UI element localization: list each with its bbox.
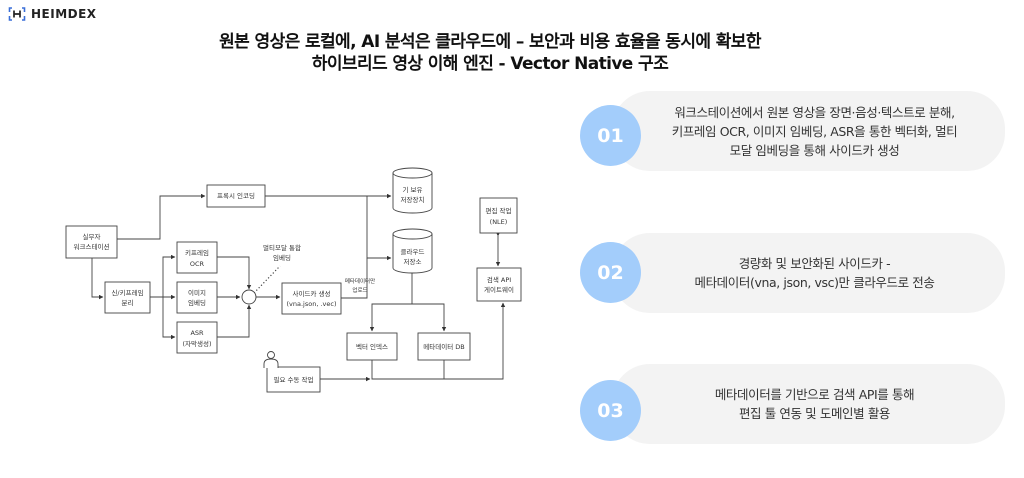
logo: HEIMDEX — [8, 6, 97, 22]
label-workstation-1: 실무자 — [83, 232, 101, 241]
node-keyframe-ocr — [176, 241, 218, 274]
edge-workstation-proxy — [117, 193, 206, 240]
edge-proxy-cloud-storage — [366, 196, 392, 261]
edge-workstation-split — [91, 258, 104, 300]
edge-asr-merge — [217, 304, 252, 338]
step-3-line-1: 메타데이터를 기반으로 검색 API를 통해 — [714, 387, 915, 402]
edge-cloud-vector — [369, 273, 413, 332]
step-badge-1: 01 — [580, 105, 641, 166]
label-cloud-1: 클라우드 — [401, 247, 425, 256]
node-vector-index — [346, 332, 398, 361]
node-legacy-storage — [392, 167, 433, 214]
step-1-line-3: 모달 임베딩을 통해 사이드카 생성 — [729, 142, 900, 158]
node-proxy-encoding — [206, 184, 266, 208]
edge-bottom-gateway — [371, 302, 506, 380]
node-workstation — [65, 225, 118, 259]
edge-sidecar-cloud — [341, 258, 368, 299]
node-image-embedding — [176, 281, 218, 314]
node-metadata-db — [417, 332, 471, 361]
step-2-line-1: 경량화 및 보안화된 사이드카 - — [738, 256, 891, 271]
label-gateway-2: 게이트웨이 — [484, 285, 514, 294]
page-title-line-1: 원본 영상은 로컬에, AI 분석은 클라우드에 – 보안과 비용 효율을 동시… — [219, 32, 761, 52]
person-icon — [263, 351, 279, 368]
label-asr-1: ASR — [190, 329, 204, 337]
label-cloud-2: 저장소 — [404, 257, 422, 266]
label-sidecar-2: (vna.json, .vec) — [287, 300, 337, 308]
label-metadata-db: 메타데이터 DB — [423, 342, 464, 351]
page-title-line-2: 하이브리드 영상 이해 엔진 - Vector Native 구조 — [311, 54, 669, 74]
label-split-2: 분리 — [122, 298, 134, 307]
label-gateway-1: 검색 API — [487, 275, 511, 284]
step-badge-3: 03 — [580, 380, 641, 441]
label-sidecar-1: 사이드카 생성 — [293, 289, 331, 298]
node-cloud-storage — [392, 228, 433, 274]
step-3-text: 메타데이터를 기반으로 검색 API를 통해 편집 툴 연동 및 도메인별 활용 — [691, 385, 926, 423]
step-card-1: 워크스테이션에서 원본 영상을 장면·음성·텍스트로 분해, 키프레임 OCR,… — [612, 91, 1005, 171]
label-asr-2: (자막생성) — [183, 339, 212, 348]
label-ocr-1: 키프레임 — [185, 248, 209, 257]
step-1-line-2: 키프레임 OCR, 이미지 임베딩, ASR을 통한 벡터화, 멀티 — [671, 123, 958, 139]
step-2-text: 경량화 및 보안화된 사이드카 - 메타데이터(vna, json, vsc)만… — [670, 254, 946, 292]
label-upload-2: 업로드 — [352, 286, 367, 294]
label-multimodal-1: 멀티모달 통합 — [263, 243, 301, 252]
logo-text: HEIMDEX — [31, 7, 97, 21]
multimodal-note-connector — [253, 265, 281, 294]
edge-cloud-metadata — [412, 303, 447, 332]
node-merge — [241, 289, 257, 305]
label-nle-1: 편집 작업 — [486, 206, 512, 215]
step-2-line-2: 메타데이터(vna, json, vsc)만 클라우드로 전송 — [694, 275, 935, 290]
label-multimodal-2: 임베딩 — [273, 253, 291, 262]
step-3-line-2: 편집 툴 연동 및 도메인별 활용 — [738, 406, 891, 421]
node-nle-edit — [479, 197, 518, 234]
heimdex-bracket-logo-icon — [8, 7, 26, 21]
label-nle-2: (NLE) — [490, 218, 508, 226]
edge-split-ocr — [162, 254, 176, 297]
edge-split-asr — [162, 297, 176, 340]
node-manual-work — [266, 366, 321, 393]
node-search-gateway — [476, 267, 522, 302]
label-legacy-1: 기 보유 — [402, 185, 422, 194]
step-badge-2: 02 — [580, 242, 641, 303]
node-sidecar — [281, 282, 342, 315]
label-workstation-2: 워크스테이션 — [74, 242, 110, 251]
label-vector-index: 벡터 인덱스 — [356, 342, 388, 351]
label-image-2: 임베딩 — [188, 298, 206, 307]
step-1-line-1: 워크스테이션에서 원본 영상을 장면·음성·텍스트로 분해, — [674, 104, 955, 120]
edge-ocr-merge — [217, 256, 252, 290]
node-scene-split — [104, 281, 151, 314]
step-card-3: 메타데이터를 기반으로 검색 API를 통해 편집 툴 연동 및 도메인별 활용 — [612, 364, 1005, 444]
label-manual-work: 필요 수동 작업 — [273, 375, 313, 384]
label-ocr-2: OCR — [190, 260, 205, 268]
step-1-text: 워크스테이션에서 원본 영상을 장면·음성·텍스트로 분해, 키프레임 OCR,… — [648, 103, 970, 160]
architecture-diagram: 실무자 워크스테이션 프록시 인코딩 신/키프레임 분리 키프레임 OCR 이미… — [65, 167, 522, 393]
label-split-1: 신/키프레임 — [111, 288, 143, 297]
label-proxy: 프록시 인코딩 — [217, 191, 255, 200]
label-image-1: 이미지 — [188, 288, 206, 297]
label-legacy-2: 저장장치 — [401, 195, 425, 204]
label-upload-1: 메타데이터만 — [345, 277, 375, 285]
step-card-2: 경량화 및 보안화된 사이드카 - 메타데이터(vna, json, vsc)만… — [612, 233, 1005, 313]
node-asr — [176, 321, 218, 354]
